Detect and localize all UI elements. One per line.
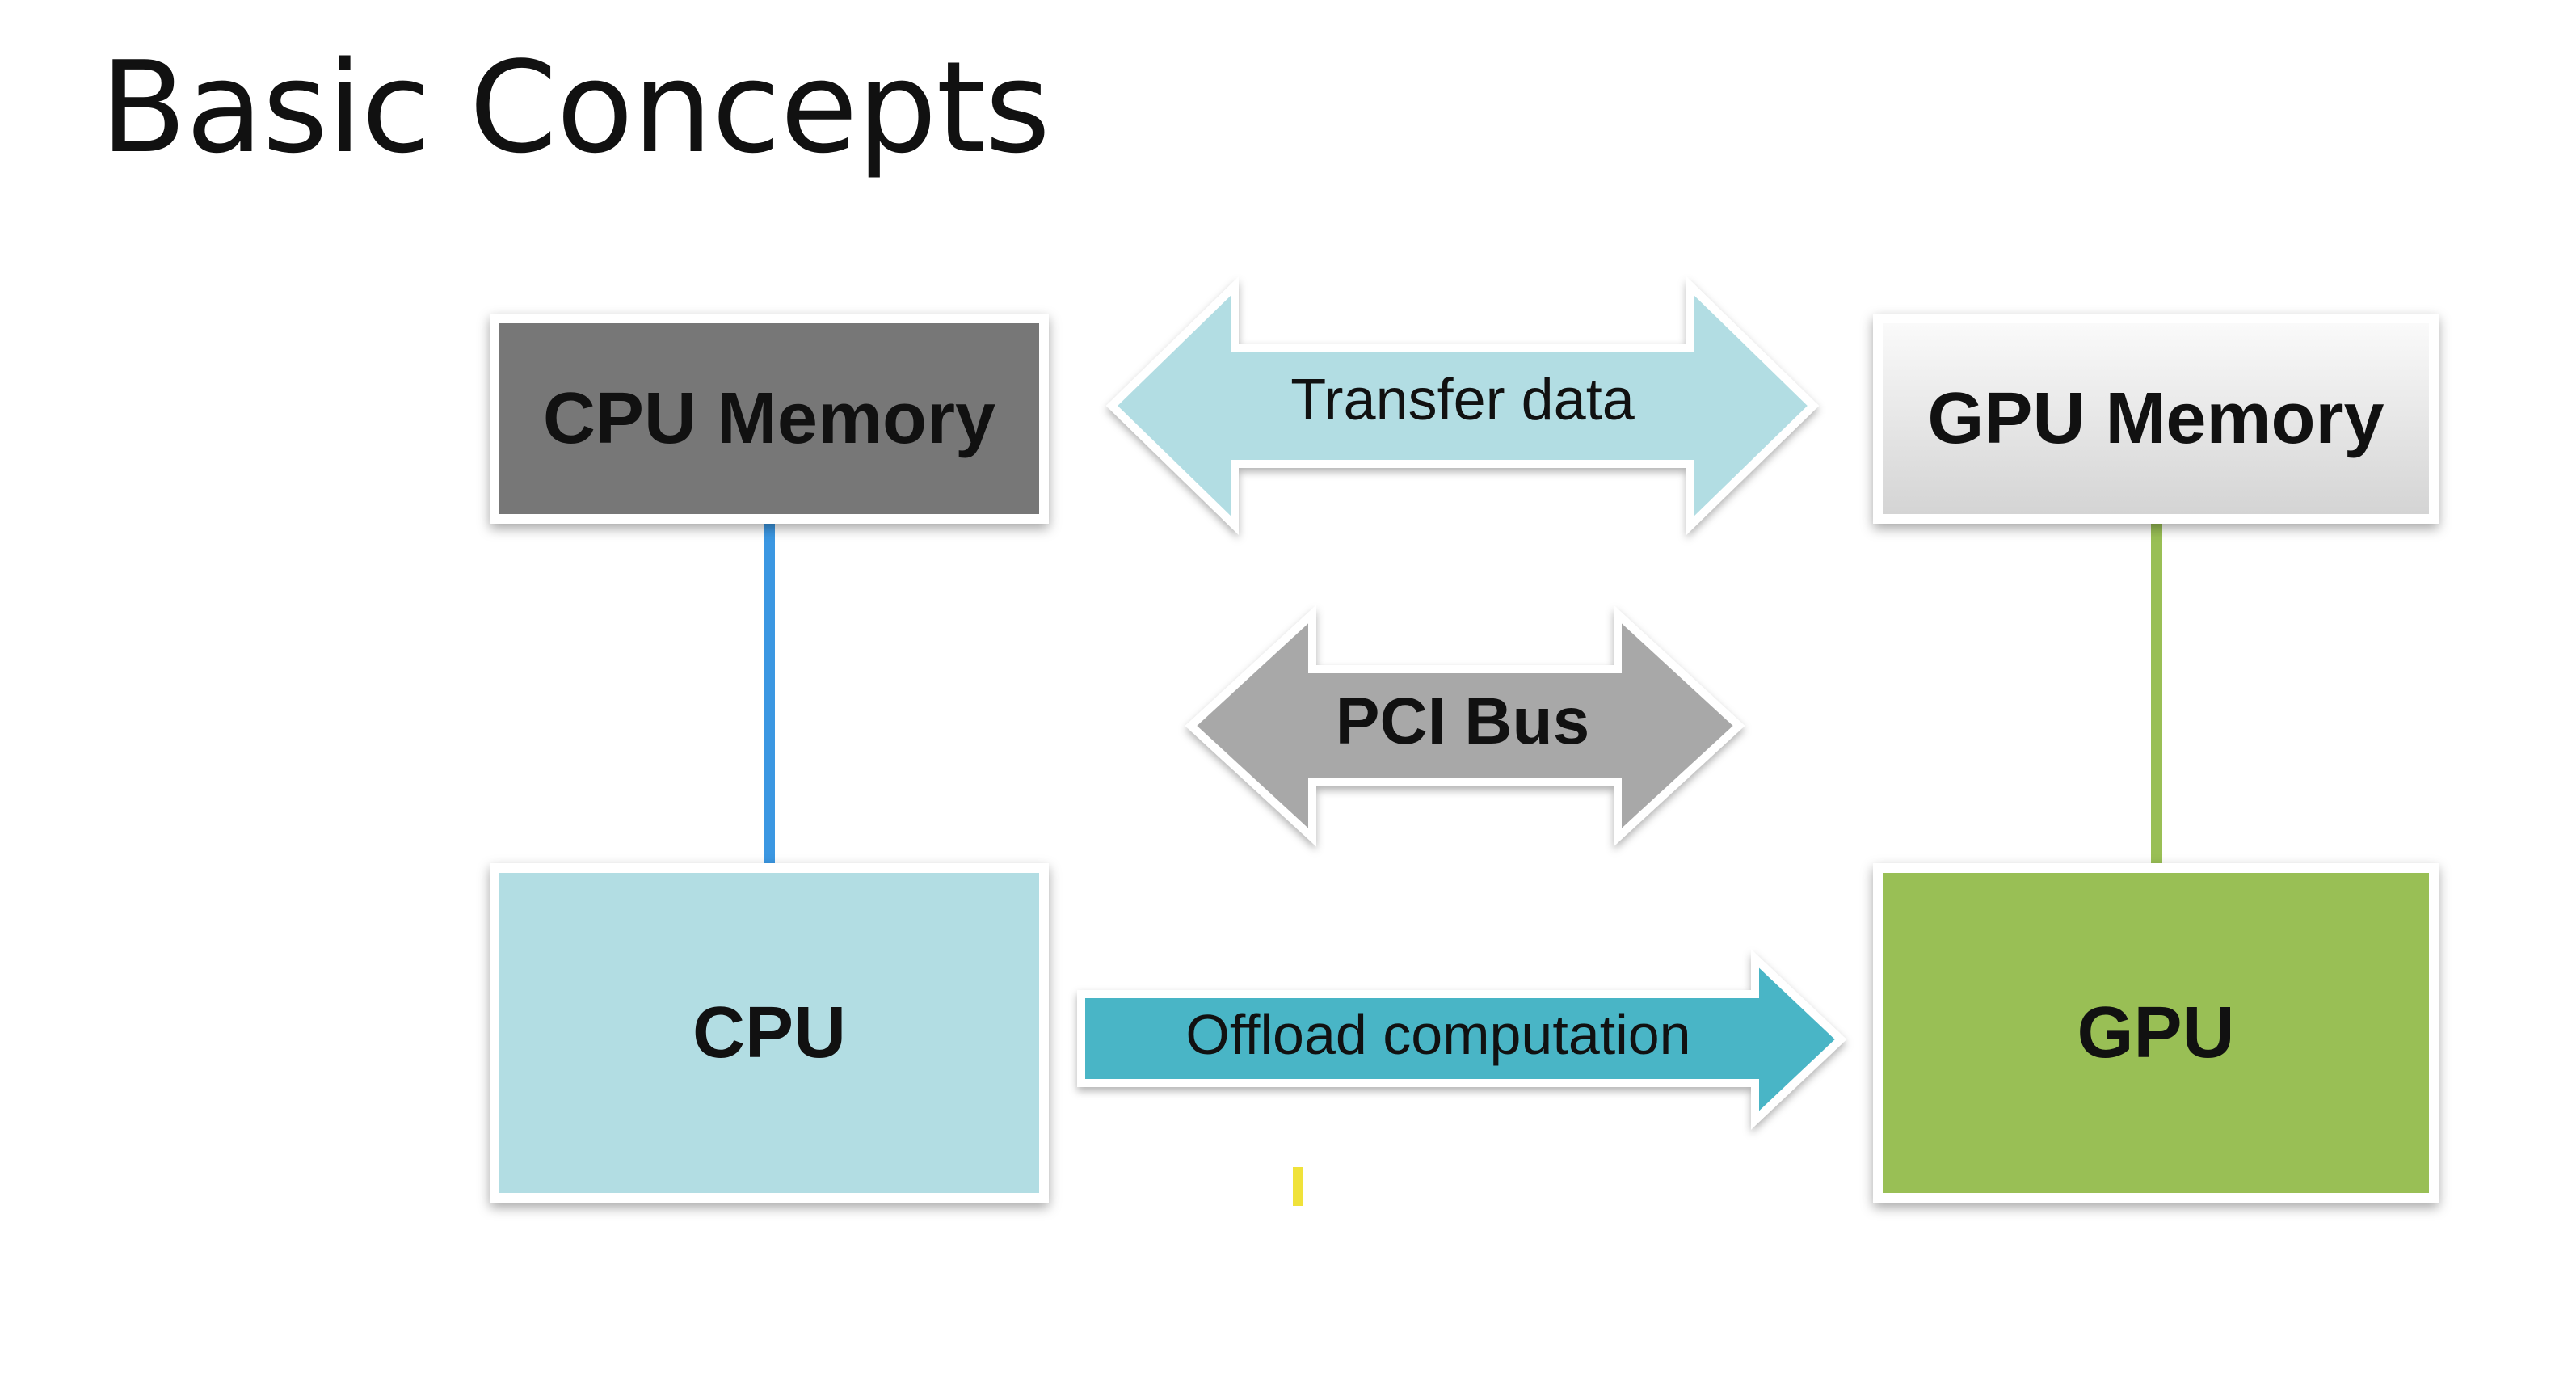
cpu-memory-box: CPU Memory [490,314,1049,524]
gpu-label: GPU [2077,992,2235,1073]
transfer-data-arrow [1105,276,1820,535]
pci-bus-label: PCI Bus [1335,685,1590,758]
cpu-memory-label: CPU Memory [542,377,996,459]
offload-computation-arrow [1077,949,1847,1130]
pci-bus-arrow [1185,605,1745,847]
transfer-data-label: Transfer data [1290,368,1635,432]
text-cursor-marker [1293,1167,1303,1206]
slide-title: Basic Concepts [100,34,1050,181]
cpu-box: CPU [490,863,1049,1203]
pci-bus-arrow-shape [1185,605,1745,847]
offload-computation-arrow-shape [1077,949,1847,1130]
gpu-memory-label: GPU Memory [1927,377,2384,459]
offload-computation-label: Offload computation [1185,1003,1691,1066]
transfer-data-arrow-shape [1105,276,1820,535]
cpu-label: CPU [692,992,847,1073]
gpu-box: GPU [1873,863,2439,1203]
gpu-memory-box: GPU Memory [1873,314,2439,524]
gpu-memory-link [2151,524,2162,863]
cpu-memory-link [764,524,775,863]
